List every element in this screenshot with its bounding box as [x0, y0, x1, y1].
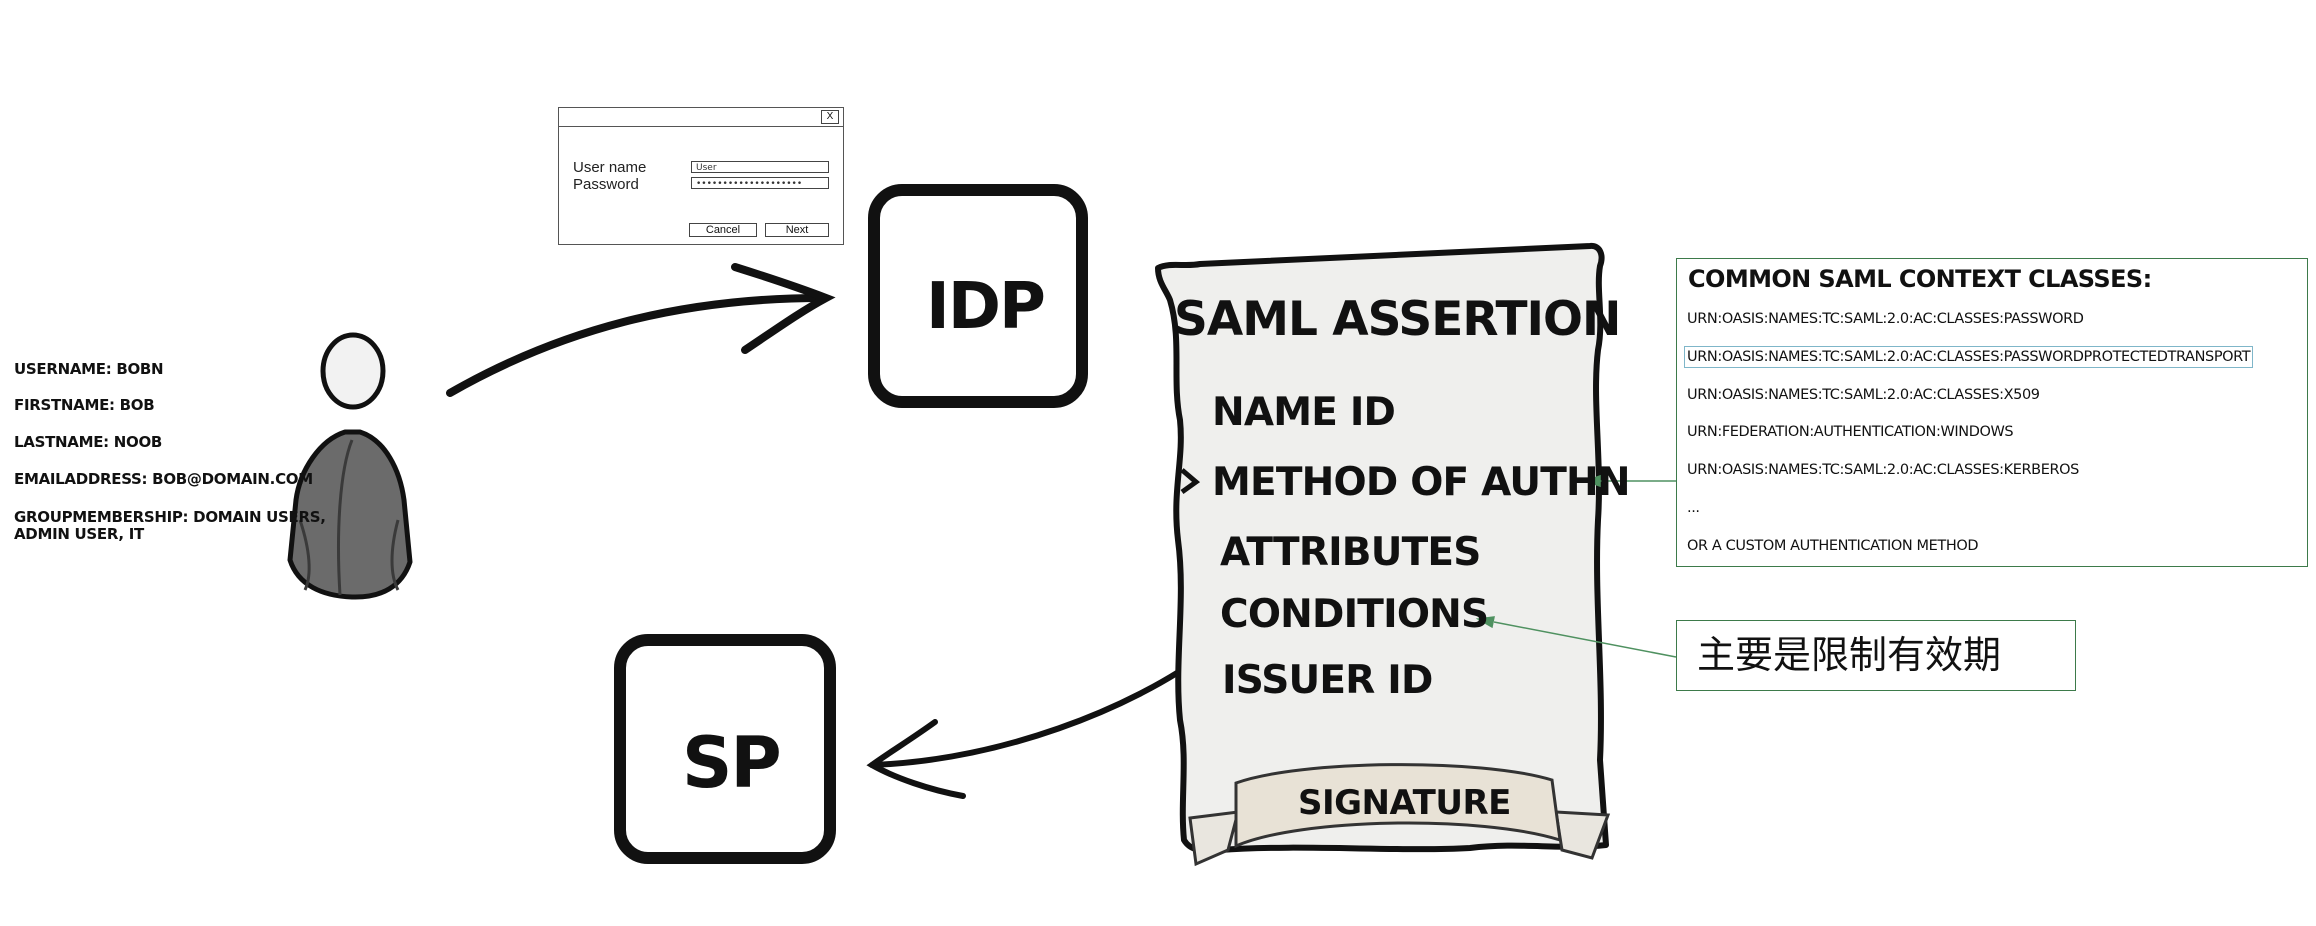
attr-username: USERNAME: BOBN — [14, 360, 164, 378]
password-label: Password — [573, 176, 639, 193]
login-dialog: X User name Password User ••••••••••••••… — [558, 107, 844, 245]
assertion-item-name-id: NAME ID — [1212, 390, 1396, 435]
context-class-item: URN:OASIS:NAMES:TC:SAML:2.0:AC:CLASSES:P… — [1687, 311, 2084, 327]
idp-label: IDP — [926, 270, 1046, 344]
context-class-item: URN:OASIS:NAMES:TC:SAML:2.0:AC:CLASSES:K… — [1687, 462, 2079, 478]
connector-authn-to-classes — [1583, 474, 1676, 488]
next-button[interactable]: Next — [765, 223, 829, 237]
context-class-custom: OR A CUSTOM AUTHENTICATION METHOD — [1687, 538, 1979, 554]
attr-lastname: LASTNAME: NOOB — [14, 433, 163, 451]
arrow-user-to-idp — [446, 263, 836, 397]
saml-assertion-scroll — [1155, 242, 1609, 854]
assertion-item-issuer-id: ISSUER ID — [1222, 658, 1433, 703]
cancel-button[interactable]: Cancel — [689, 223, 757, 237]
sp-label: SP — [682, 722, 782, 804]
context-class-ellipsis: ... — [1687, 500, 1700, 516]
attr-email: EMAILADDRESS: BOB@DOMAIN.COM — [14, 470, 313, 488]
assertion-item-conditions: CONDITIONS — [1220, 592, 1489, 637]
assertion-title: SAML ASSERTION — [1174, 292, 1621, 347]
context-classes-title: COMMON SAML CONTEXT CLASSES: — [1688, 265, 2152, 293]
attr-firstname: FIRSTNAME: BOB — [14, 396, 155, 414]
password-field[interactable]: •••••••••••••••••••• — [691, 177, 829, 189]
dialog-titlebar — [559, 108, 843, 127]
context-classes-panel: COMMON SAML CONTEXT CLASSES: URN:OASIS:N… — [1676, 258, 2308, 567]
context-class-item-selected: URN:OASIS:NAMES:TC:SAML:2.0:AC:CLASSES:P… — [1683, 346, 2254, 368]
connector-conditions-to-note — [1475, 616, 1677, 658]
attr-groupmembership: GROUPMEMBERSHIP: DOMAIN USERS, — [14, 508, 326, 526]
assertion-item-attributes: ATTRIBUTES — [1220, 530, 1481, 575]
attr-groupmembership-cont: ADMIN USER, IT — [14, 525, 144, 543]
signature-ribbon — [1188, 763, 1611, 867]
close-icon[interactable]: X — [821, 110, 839, 124]
context-class-item: URN:OASIS:NAMES:TC:SAML:2.0:AC:CLASSES:X… — [1687, 387, 2040, 403]
context-class-item: URN:FEDERATION:AUTHENTICATION:WINDOWS — [1687, 424, 2014, 440]
sp-box — [614, 634, 836, 864]
user-figure — [287, 332, 413, 600]
conditions-note: 主要是限制有效期 — [1676, 620, 2076, 691]
username-field[interactable]: User — [691, 161, 829, 173]
username-label: User name — [573, 159, 647, 176]
arrow-assertion-to-sp — [866, 649, 1211, 799]
signature-label: SIGNATURE — [1298, 783, 1511, 823]
idp-box — [868, 184, 1088, 408]
assertion-item-method-of-authn: METHOD OF AUTHN — [1212, 460, 1631, 505]
